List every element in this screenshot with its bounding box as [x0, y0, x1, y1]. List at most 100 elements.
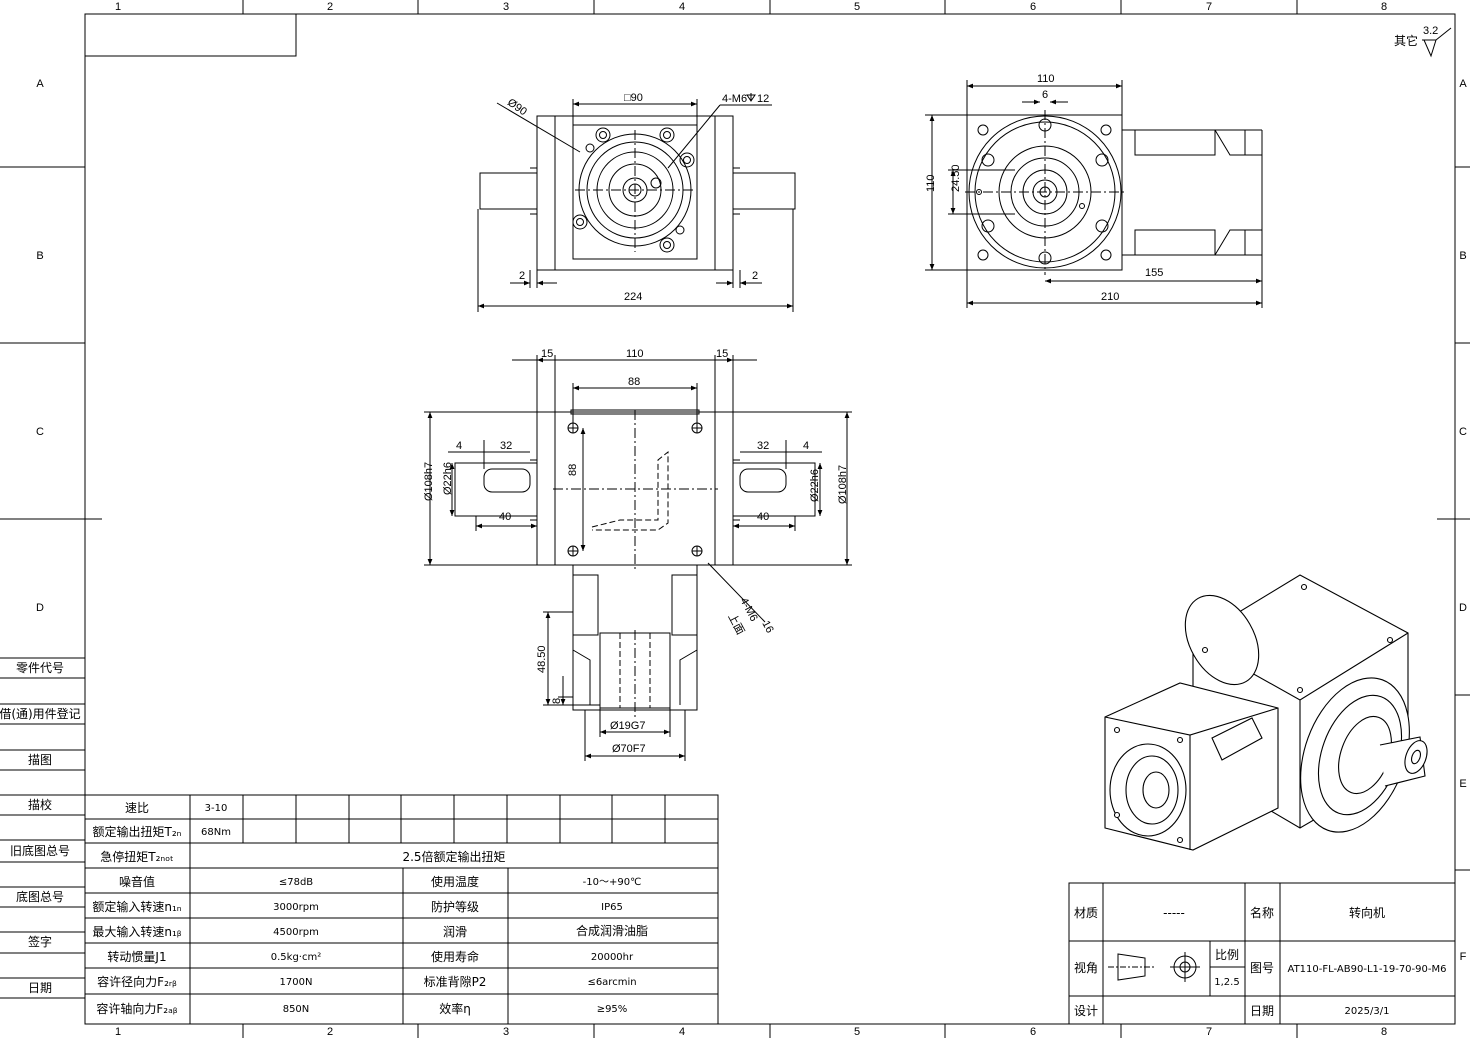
dim-label: 110: [626, 348, 644, 360]
dim-label: 上面: [725, 611, 747, 637]
spec-table: [84, 794, 719, 1025]
dim-label: 8: [551, 698, 563, 704]
row-label: C: [36, 426, 44, 438]
spec-label: 标准背隙P2: [424, 975, 487, 989]
col-label: 5: [854, 1026, 860, 1038]
spec-label: 容许径向力F₂ᵣᵦ: [97, 974, 177, 989]
dim-label: 4: [456, 440, 462, 452]
isometric-view: [1104, 574, 1428, 851]
roughness-label: 其它: [1394, 33, 1418, 48]
spec-value: 1700N: [280, 977, 313, 988]
side-view: [925, 80, 1263, 308]
spec-label: 转动惯量J1: [107, 949, 166, 964]
spec-label: 急停扭矩T₂ₙₒₜ: [100, 849, 173, 864]
roughness-value: 3.2: [1423, 25, 1438, 37]
spec-label: 效率η: [439, 1001, 471, 1016]
zone-labels: 1 2 3 4 5 6 7 8 1 2 3 4 5 6 7 8 A B C D …: [36, 1, 1467, 1038]
row-label: A: [1459, 78, 1467, 90]
dim-label: 12: [757, 93, 769, 105]
top-view: [424, 355, 852, 761]
spec-value: ≤78dB: [279, 877, 313, 888]
tb-label: 材质: [1074, 906, 1098, 920]
depth-symbol: [746, 93, 756, 102]
dim-label: 2: [519, 270, 525, 282]
dim-label: 110: [925, 174, 937, 192]
side-label: 零件代号: [16, 661, 64, 675]
tb-label: 图号: [1250, 961, 1274, 975]
dim-label: 88: [567, 464, 579, 476]
top-view-dims: 15 110 15 88 88 4 32 40 Ø22h6 Ø108h7 32 …: [423, 348, 849, 755]
col-label: 5: [854, 1, 860, 13]
spec-label: 额定输出扭矩T₂ₙ: [93, 824, 182, 839]
dim-label: 15: [541, 348, 553, 360]
side-label: 旧底图总号: [10, 843, 70, 858]
dim-label: Ø108h7: [423, 462, 435, 501]
tb-value: -----: [1163, 906, 1185, 920]
dim-label: 40: [757, 511, 769, 523]
spec-value: ≤6arcmin: [587, 977, 636, 988]
dim-label: 2: [752, 270, 758, 282]
row-label: B: [36, 250, 43, 262]
side-registry-text: 零件代号 借(通)用件登记 描图 描校 旧底图总号 底图总号 签字 日期: [0, 661, 81, 995]
spec-label: 使用温度: [431, 874, 479, 889]
roughness-symbol: 其它 3.2: [1394, 25, 1452, 58]
row-label: D: [1459, 602, 1467, 614]
col-label: 3: [503, 1026, 509, 1038]
side-registry: [0, 657, 85, 999]
row-label: D: [36, 602, 44, 614]
spec-value: 850N: [283, 1004, 310, 1015]
row-label: A: [36, 78, 44, 90]
front-view-dims: Ø90 □90 4-M6 12 2 2 224: [505, 92, 769, 303]
row-label: B: [1459, 250, 1466, 262]
dim-label: 16: [759, 619, 775, 635]
dim-label: 4-M6: [722, 93, 747, 105]
col-label: 7: [1206, 1, 1212, 13]
dim-label: Ø22h6: [442, 462, 454, 495]
tb-value: 转向机: [1349, 905, 1385, 920]
spec-value: 0.5kg·cm²: [271, 952, 321, 963]
side-label: 底图总号: [16, 889, 64, 904]
side-label: 描图: [28, 753, 52, 767]
dim-label: 224: [624, 291, 642, 303]
spec-label: 噪音值: [119, 874, 155, 889]
col-label: 6: [1030, 1, 1036, 13]
tb-label: 视角: [1074, 960, 1098, 975]
dim-label: Ø70F7: [612, 743, 646, 755]
col-label: 2: [327, 1, 333, 13]
col-label: 7: [1206, 1026, 1212, 1038]
tb-label: 比例: [1215, 948, 1239, 962]
dim-label: □90: [624, 92, 643, 104]
side-label: 描校: [28, 797, 52, 812]
col-label: 1: [115, 1, 121, 13]
dim-label: 24.50: [950, 164, 962, 192]
tb-value: 2025/3/1: [1345, 1006, 1390, 1017]
front-view: [477, 99, 796, 312]
spec-value: ≥95%: [597, 1004, 628, 1015]
col-label: 3: [503, 1, 509, 13]
row-label: F: [1460, 951, 1467, 963]
spec-value: 4500rpm: [273, 927, 319, 938]
dim-label: 110: [1037, 73, 1055, 85]
col-label: 4: [679, 1, 685, 13]
dim-label: 210: [1101, 291, 1119, 303]
row-label: E: [1459, 778, 1466, 790]
col-label: 4: [679, 1026, 685, 1038]
dim-label: 15: [716, 348, 728, 360]
spec-label: 防护等级: [431, 899, 479, 914]
spec-value: 3-10: [205, 803, 228, 814]
dim-label: 32: [757, 440, 769, 452]
spec-value: 2.5倍额定输出扭矩: [402, 849, 505, 864]
side-view-dims: 110 6 110 24.50 155 210: [925, 73, 1163, 303]
spec-value: 68Nm: [201, 827, 231, 838]
spec-label: 容许轴向力F₂ₐᵦ: [96, 1001, 177, 1016]
dim-label: Ø19G7: [610, 720, 645, 732]
dim-label: 40: [499, 511, 511, 523]
spec-value: IP65: [601, 902, 623, 913]
col-label: 2: [327, 1026, 333, 1038]
row-label: C: [1459, 426, 1467, 438]
side-label: 签字: [28, 934, 52, 949]
spec-label: 润滑: [443, 925, 467, 939]
tb-label: 日期: [1250, 1004, 1274, 1018]
spec-value: 3000rpm: [273, 902, 319, 913]
